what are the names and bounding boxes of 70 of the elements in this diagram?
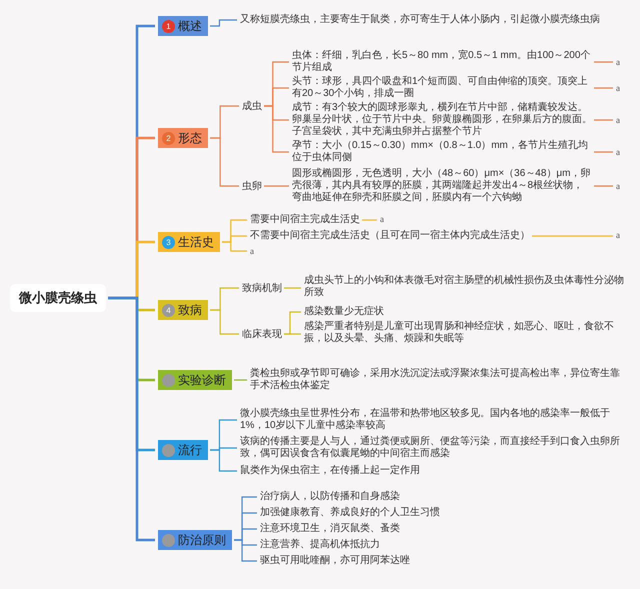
note-text: 感染严重者特别是儿童可出现胃肠和神经症状，如恶心、呕吐，食欲不振，以及头晕、头痛、烦躁和失眠等 [304,321,624,345]
placeholder-text: a [250,246,254,256]
placeholder-text: a [616,115,620,125]
note-text: 头节：球形，具四个吸盘和1个短而圆、可自由伸缩的顶突。顶突上有20～30个小钩，排成一圈 [292,76,592,100]
connector-line [284,333,301,335]
connector-line [264,105,289,153]
topic-label: 形态 [178,130,202,146]
connector-line [594,87,613,89]
connector-line [594,119,613,121]
number-badge: 3 [162,236,175,248]
subtopic-text: 虫卵 [242,179,262,193]
placeholder-text: a [616,147,620,157]
connector-line [210,19,237,27]
connector-line [234,379,247,381]
topic-label: 生活史 [178,234,214,250]
connector-line [594,151,613,153]
note-text: 该病的传播主要是人与人，通过粪便或厕所、便盆等污染，而直接经手到口食入虫卵所致，偶可因误食含有似囊尾蚴的中间宿主而感染 [240,436,620,460]
placeholder-text: a [616,57,620,67]
connector-line [532,235,613,237]
placeholder-text: a [616,83,620,93]
placeholder-text: a [616,230,620,240]
note-text: 孕节：大小（0.15～0.30）mm×（0.8～1.0）mm，各节片生殖孔均位于虫体同侧 [292,140,592,164]
topic-box [158,530,232,550]
connector-line [222,241,247,252]
topic-box [158,128,208,148]
topic-box [158,300,208,320]
note-text: 感染数量少无症状 [304,306,384,318]
topic-box [158,232,220,252]
note-text: 虫体：纤细，乳白色，长5～80 mm，宽0.5～1 mm。由100～200个节片组成 [292,50,592,74]
note-text: 加强健康教育、养成良好的个人卫生习惯 [260,507,440,519]
connector-line [210,309,239,335]
topic-box [158,16,208,36]
note-text: 需要中间宿主完成生活史 [250,214,360,226]
connector-line [594,185,613,187]
note-text: 鼠类作为保虫宿主，在传播上起一定作用 [240,465,420,477]
connector-line [284,287,301,289]
topic-label: 概述 [178,18,202,34]
note-text: 成虫头节上的小钩和体表微毛对宿主肠壁的机械性损伤及虫体毒性分泌物所致 [304,275,624,299]
subtopic-text: 临床表现 [242,327,282,341]
connector-line [362,219,377,221]
connector-line [210,137,239,187]
note-text: 圆形或椭圆形，无色透明，大小（48～60）μm×（36～48）μm，卵壳很薄，其内具有较厚的胚膜，其两端隆起并发出4～8根丝状物，弯曲地延伸在卵壳和胚膜之间，胚膜内有一个六钩蚴 [292,168,592,204]
number-badge: 4 [162,304,175,316]
connector-line [210,449,237,472]
note-text: 注意营养、提高机体抵抗力 [260,539,380,551]
placeholder-text: a [616,181,620,191]
connector-line [264,185,289,187]
topic-label: 致病 [178,302,202,318]
connector-line [108,296,155,542]
number-badge: 2 [162,132,175,144]
note-text: 微小膜壳绦虫呈世界性分布，在温带和热带地区较多见。国内各地的感染率一般低于1%，10岁以下儿童中感染率较高 [240,408,620,432]
topic-label: 防治原则 [178,532,226,548]
subtopic-text: 成虫 [242,99,262,113]
note-text: 驱虫可用吡喹酮，亦可用阿苯达唑 [260,555,410,567]
note-text: 注意环境卫生，消灭鼠类、蚤类 [260,523,400,535]
subtopic-text: 致病机制 [242,281,282,295]
note-text: 治疗病人，以防传播和自身感染 [260,491,400,503]
topic-box [158,370,232,390]
number-badge: 1 [162,20,175,32]
note-text: 成节：有3个较大的圆球形睾丸，横列在节片中部，储精囊较发达。卵巢呈分叶状，位于节片中央。卵黄腺椭圆形，在卵巢后方的腹面。子宫呈袋状，其中充满虫卵并占据整个节片 [292,102,592,138]
topic-box [158,440,208,460]
topic-label: 流行 [178,442,202,458]
connector-line [594,61,613,63]
topic-label: 实验诊断 [178,372,226,388]
central-topic: 微小膜壳绦虫 [10,284,106,312]
note-text: 不需要中间宿主完成生活史（且可在同一宿主体内完成生活史） [250,230,530,242]
note-text: 又称短膜壳绦虫，主要寄生于鼠类，亦可寄生于人体小肠内，引起微小膜壳绦虫病 [240,14,600,26]
connector-line [234,539,257,562]
placeholder-text: a [380,214,384,224]
note-text: 粪检虫卵或孕节即可确诊，采用水洗沉淀法或浮聚浓集法可提高检出率，异位寄生靠手术活检虫体鉴定 [250,368,620,392]
